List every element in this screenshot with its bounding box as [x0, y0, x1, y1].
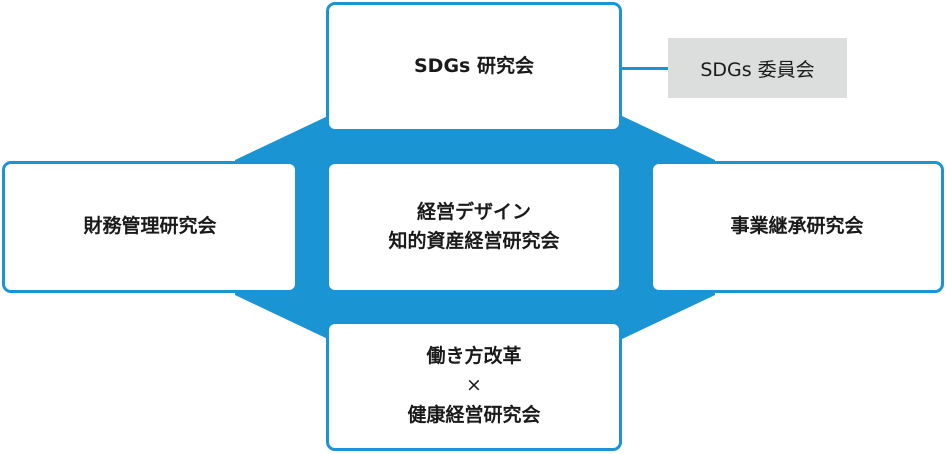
sdgs-committee-label: SDGs 委員会 [668, 38, 847, 98]
sdgs-committee-text: SDGs 委員会 [700, 58, 815, 81]
node-sdgs-study-group-label: SDGs 研究会 [414, 55, 534, 78]
committee-connector-line [620, 67, 668, 70]
node-management-design-ip-study-group: 経営デザイン 知的資産経営研究会 [329, 164, 619, 290]
node-sdgs-study-group: SDGs 研究会 [326, 2, 622, 132]
node-center-line2: 知的資産経営研究会 [388, 230, 560, 252]
node-financial-management-study-group: 財務管理研究会 [2, 161, 298, 293]
node-center-line1: 経営デザイン [416, 200, 531, 223]
node-business-succession-label: 事業継承研究会 [730, 215, 864, 238]
node-workstyle-health-study-group: 働き方改革 × 健康経営研究会 [326, 321, 622, 451]
node-bottom-line1: 働き方改革 [426, 344, 522, 367]
node-financial-management-label: 財務管理研究会 [83, 215, 217, 238]
node-bottom-line3: 健康経営研究会 [407, 403, 541, 426]
node-bottom-times-sign: × [466, 374, 482, 397]
node-business-succession-study-group: 事業継承研究会 [650, 161, 944, 293]
